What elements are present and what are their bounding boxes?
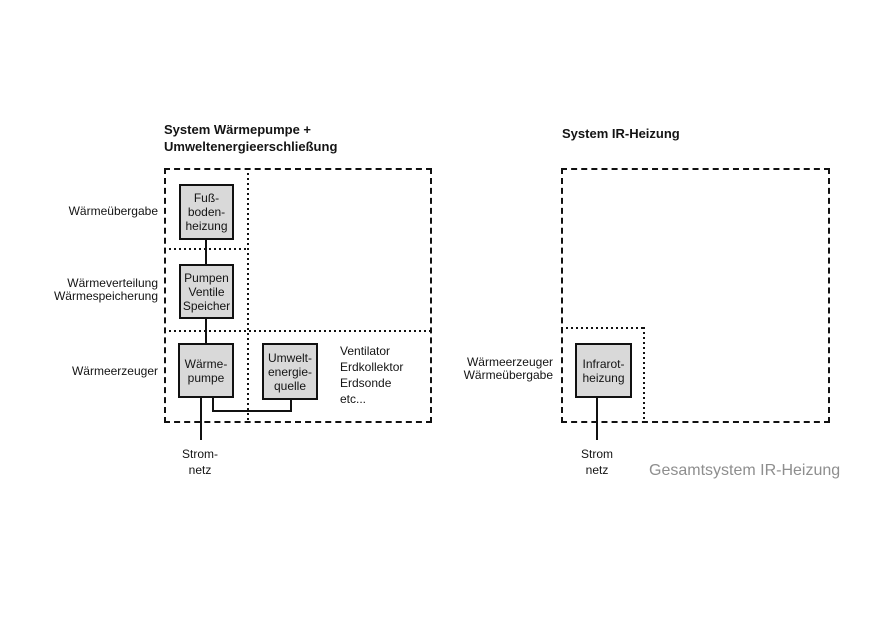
node-text-line: Infrarot- xyxy=(582,356,625,371)
left-dotted-divider-vertical xyxy=(247,168,249,423)
pumps-valves-storage-box: Pumpen Ventile Speicher xyxy=(179,264,234,319)
wire-floorheating-to-pumps xyxy=(205,240,207,266)
left-title-line-2: Umweltenergieerschließung xyxy=(164,139,338,154)
node-text-line: Pumpen xyxy=(184,270,229,285)
row-label-line-waermeuebergabe: Wärmeübergabe xyxy=(463,368,553,382)
row-label-line-waermeerzeuger: Wärmeerzeuger xyxy=(466,355,553,369)
right-dotted-divider-vertical xyxy=(643,327,645,423)
floor-heating-box: Fuß- boden- heizung xyxy=(179,184,234,240)
node-text-line: heizung xyxy=(582,370,625,385)
environment-example: Erdkollektor xyxy=(340,360,404,374)
wire-heatpump-to-envsource-left-leg xyxy=(212,398,214,412)
grid-label-line: netz xyxy=(585,463,609,477)
right-dotted-divider-horizontal xyxy=(561,327,645,329)
node-text-line: Speicher xyxy=(182,298,231,313)
grid-label-line: netz xyxy=(188,463,212,477)
grid-label-line: Strom- xyxy=(182,447,218,461)
node-text-line: boden- xyxy=(187,205,226,219)
node-text-line: quelle xyxy=(273,378,307,393)
infrared-heating-box: Infrarot- heizung xyxy=(575,343,632,398)
node-text-line: Ventile xyxy=(188,284,225,299)
row-label-waermeverteilung-speicherung: Wärmeverteilung Wärmespeicherung xyxy=(30,277,158,303)
node-text-line: energie- xyxy=(267,364,313,379)
node-text-line: Fuß- xyxy=(193,191,220,205)
node-text-line: Umwelt- xyxy=(268,350,312,365)
row-label-line-waermespeicherung: Wärmespeicherung xyxy=(53,289,158,303)
environment-example: etc... xyxy=(340,392,367,406)
environment-examples-text: Ventilator Erdkollektor Erdsonde etc... xyxy=(340,343,403,407)
environment-example: Erdsonde xyxy=(340,376,392,390)
right-system-title: System IR-Heizung xyxy=(562,126,680,141)
left-system-boundary xyxy=(164,168,432,423)
row-label-waermeerzeuger-uebergabe-right: Wärmeerzeuger Wärmeübergabe xyxy=(425,356,553,382)
row-label-waermeerzeuger-left: Wärmeerzeuger xyxy=(71,364,158,378)
heat-pump-box: Wärme- pumpe xyxy=(178,343,234,398)
environmental-energy-source-box: Umwelt- energie- quelle xyxy=(262,343,318,400)
left-dotted-divider-row2 xyxy=(164,330,432,332)
row-label-waermeuebergabe: Wärmeübergabe xyxy=(68,204,158,218)
wire-pumps-to-heatpump xyxy=(205,319,207,345)
caption-gesamtsystem: Gesamtsystem IR-Heizung xyxy=(649,462,841,479)
wire-heatpump-to-envsource-right-leg xyxy=(290,399,292,412)
left-system-title: System Wärmepumpe + Umweltenergieerschli… xyxy=(164,121,337,155)
node-text-line: heizung xyxy=(185,219,228,233)
wire-irheating-to-grid xyxy=(596,398,598,440)
node-text-line: Wärme- xyxy=(184,356,228,371)
node-text-line: pumpe xyxy=(187,370,225,385)
row-label-line-waermeverteilung: Wärmeverteilung xyxy=(67,276,158,290)
left-title-line-1: System Wärmepumpe + xyxy=(164,122,312,137)
environment-example: Ventilator xyxy=(340,344,391,358)
grid-label-left: Strom- netz xyxy=(168,446,232,478)
grid-label-line: Strom xyxy=(580,447,613,461)
wire-heatpump-to-grid xyxy=(200,398,202,440)
wire-heatpump-to-envsource-bottom xyxy=(212,410,292,412)
grid-label-right: Strom netz xyxy=(565,446,629,478)
right-system-boundary xyxy=(561,168,830,423)
